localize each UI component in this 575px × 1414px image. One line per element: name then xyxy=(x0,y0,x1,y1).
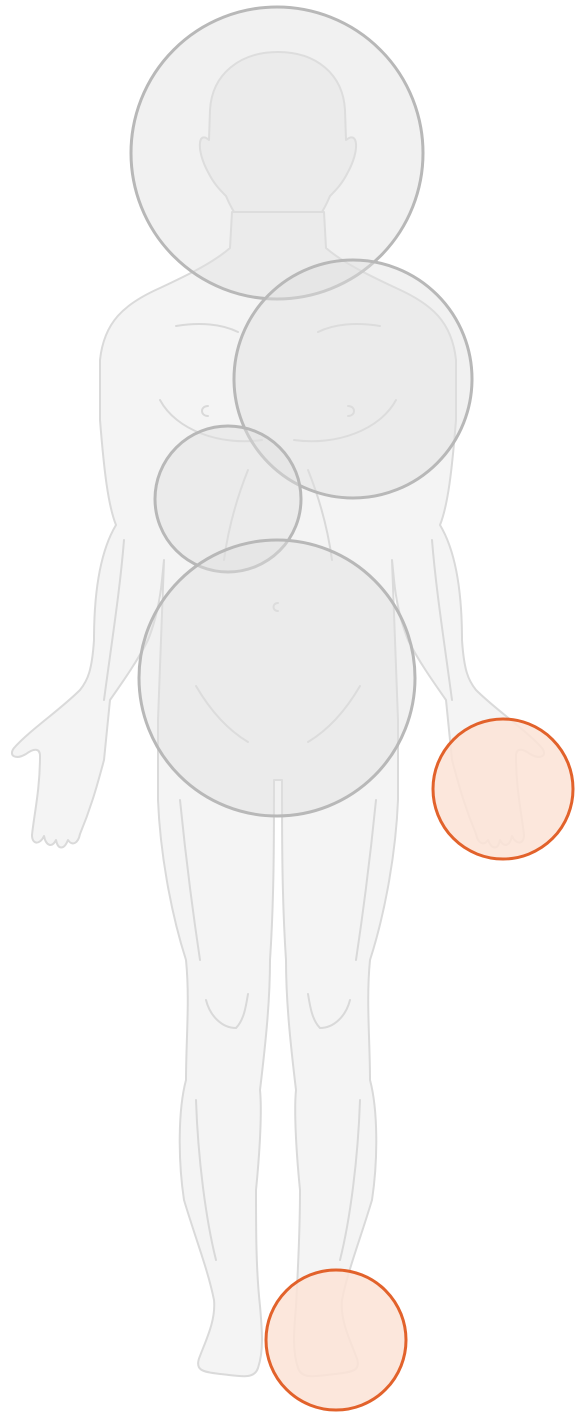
left-hand-region[interactable] xyxy=(433,719,573,859)
left-foot-region[interactable] xyxy=(266,1270,406,1410)
lower-abdomen-region[interactable] xyxy=(139,540,415,816)
head-region[interactable] xyxy=(131,7,423,299)
